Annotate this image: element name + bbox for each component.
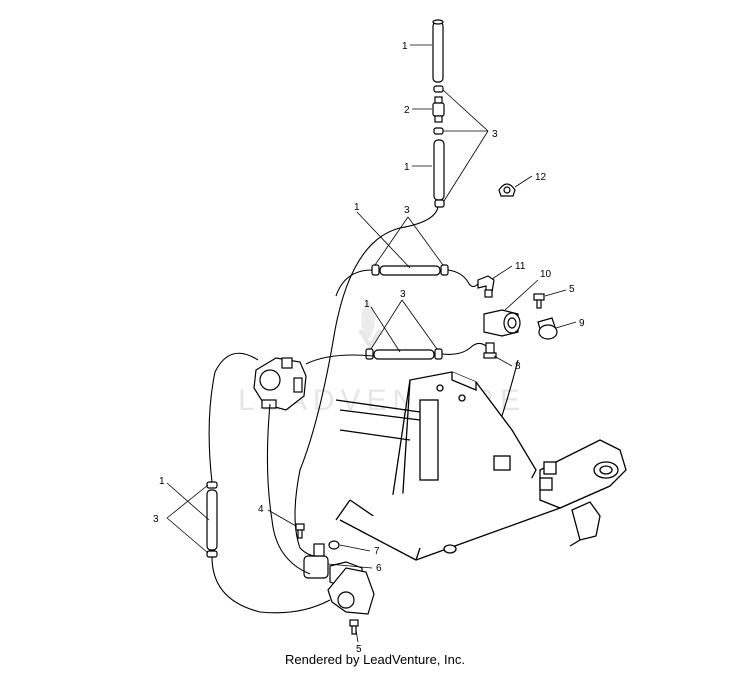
clamp-mid-right [440, 264, 449, 276]
callout-1-top: 1 [402, 41, 408, 52]
vacuum-pump [327, 567, 375, 615]
callout-2: 2 [404, 105, 410, 116]
cap-9 [537, 317, 558, 340]
hose-clip-12 [498, 183, 516, 197]
hose-low [373, 349, 435, 360]
callout-10: 10 [540, 269, 552, 280]
top-hose-lower [433, 139, 445, 201]
callout-5-upper: 5 [569, 284, 575, 295]
callout-11: 11 [515, 261, 526, 272]
clamp-top-2 [433, 127, 444, 135]
fitting-8 [483, 342, 497, 359]
callout-4: 4 [258, 504, 264, 515]
callout-9: 9 [579, 318, 585, 329]
callout-6: 6 [376, 563, 382, 574]
carburetor [253, 357, 307, 411]
hose-left [206, 489, 218, 551]
hose-mid [379, 265, 441, 276]
clamp-top-1 [433, 85, 444, 93]
fuel-filter [432, 96, 445, 123]
callout-3-mid: 3 [404, 205, 410, 216]
callout-12: 12 [535, 172, 547, 183]
clamp-left-top [206, 481, 218, 489]
washer-7 [328, 540, 340, 550]
callout-1-mid: 1 [404, 162, 410, 173]
top-hose-upper [432, 19, 444, 83]
clamp-mid-left [371, 264, 380, 276]
callout-1-left: 1 [159, 476, 165, 487]
callout-1-low-hose: 1 [364, 299, 370, 310]
callout-3-left: 3 [153, 514, 159, 525]
callout-8: 8 [515, 361, 521, 372]
callout-5-lower: 5 [356, 644, 362, 655]
callout-3-top: 3 [492, 129, 498, 140]
footer-credit: Rendered by LeadVenture, Inc. [285, 652, 465, 667]
bolt-5-lower [349, 619, 359, 635]
clamp-low-right [434, 348, 443, 360]
chassis-frame [335, 371, 627, 561]
callout-3-low: 3 [400, 289, 406, 300]
fuel-pump-10 [483, 309, 521, 337]
clamp-top-3 [434, 199, 445, 208]
clamp-low-left [365, 348, 374, 360]
callout-7: 7 [374, 546, 380, 557]
callout-1-mid-hose: 1 [354, 202, 360, 213]
elbow-fitting-11 [477, 275, 495, 298]
bolt-5-upper [533, 293, 545, 309]
clamp-left-bottom [206, 550, 218, 558]
